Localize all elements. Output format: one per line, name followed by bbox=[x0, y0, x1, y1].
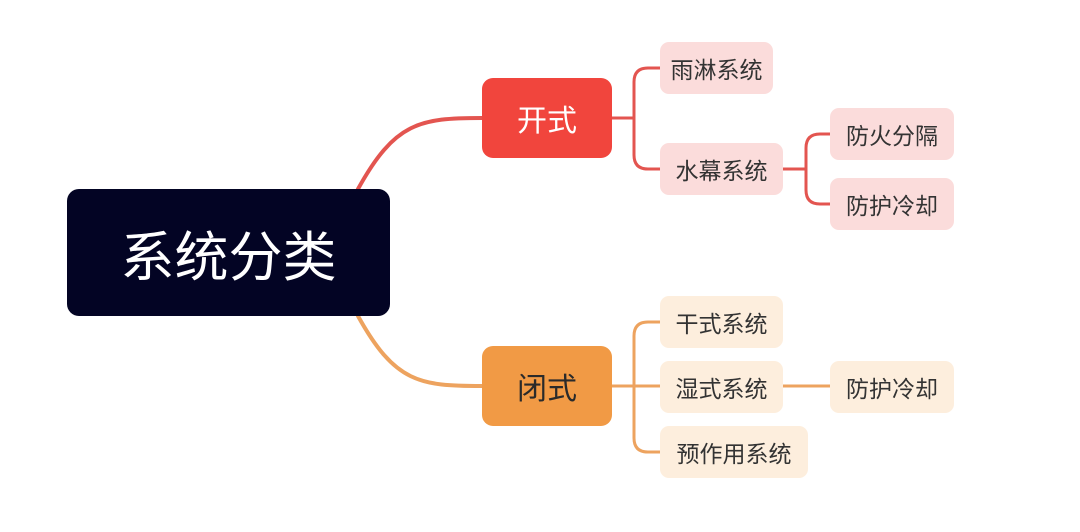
connector-root-closed bbox=[356, 314, 484, 388]
connector-closed-leaves bbox=[610, 320, 662, 454]
leaf-dry-system: 干式系统 bbox=[660, 296, 783, 348]
branch-open-type: 开式 bbox=[482, 78, 612, 158]
connector-open-leaves bbox=[610, 66, 662, 171]
leaf-protective-cooling-open: 防护冷却 bbox=[830, 178, 954, 230]
leaf-protective-cooling-closed: 防护冷却 bbox=[830, 361, 954, 413]
leaf-water-curtain-system: 水幕系统 bbox=[660, 143, 783, 195]
leaf-deluge-system: 雨淋系统 bbox=[660, 42, 773, 94]
connector-water-curtain-leaves bbox=[781, 132, 832, 206]
branch-closed-type: 闭式 bbox=[482, 346, 612, 426]
connector-root-open bbox=[356, 116, 484, 191]
leaf-fire-separation: 防火分隔 bbox=[830, 108, 954, 160]
leaf-wet-system: 湿式系统 bbox=[660, 361, 783, 413]
root-node: 系统分类 bbox=[67, 189, 390, 316]
leaf-preaction-system: 预作用系统 bbox=[660, 426, 808, 478]
